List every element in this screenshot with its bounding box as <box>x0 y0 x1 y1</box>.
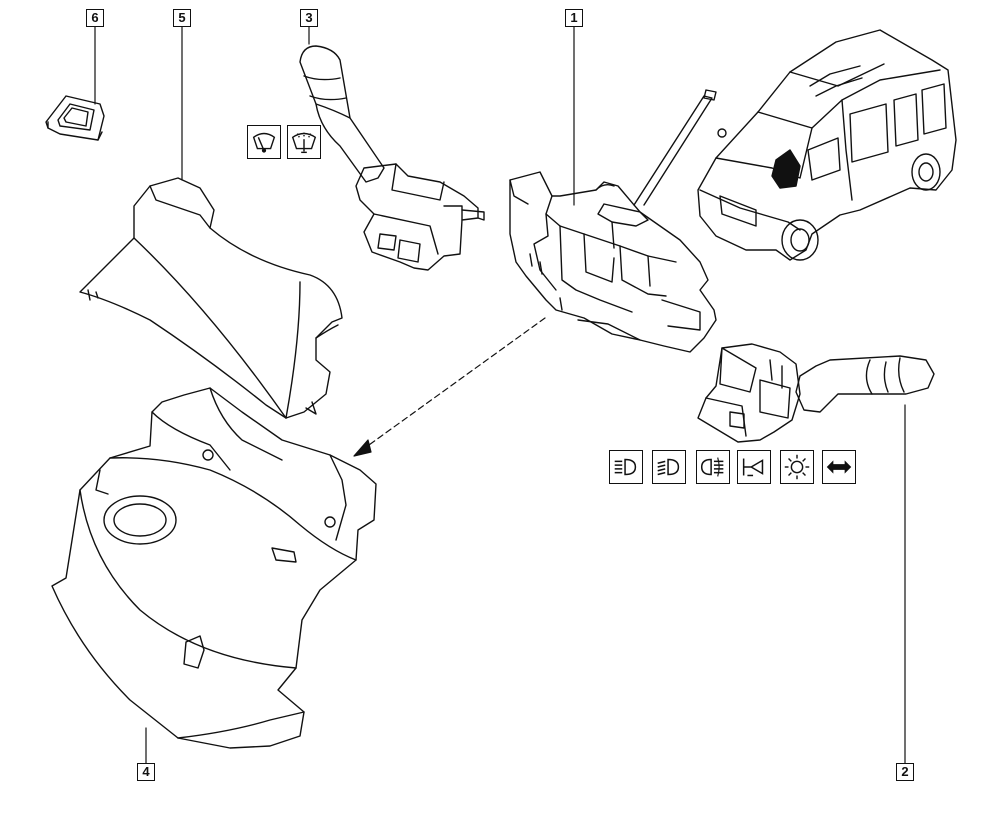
part-3-wiper-stalk <box>299 45 485 271</box>
washer-wiper-icon <box>287 125 321 159</box>
callout-2: 2 <box>896 763 914 781</box>
part-1-switch-unit <box>509 89 717 353</box>
rear-fog-light-icon <box>696 450 730 484</box>
assembly-arrow-head <box>353 439 372 457</box>
callout-5: 5 <box>173 9 191 27</box>
callout-4: 4 <box>137 763 155 781</box>
direction-indicator-icon <box>822 450 856 484</box>
callout-6: 6 <box>86 9 104 27</box>
sidelight-icon <box>780 450 814 484</box>
assembly-arrow-line <box>361 317 546 451</box>
van-illustration <box>697 29 957 261</box>
part-4-lower-cowl <box>51 387 377 749</box>
part-6-switch-block <box>45 95 105 141</box>
callout-1: 1 <box>565 9 583 27</box>
callout-3: 3 <box>300 9 318 27</box>
dipped-beam-icon <box>652 450 686 484</box>
leader-lines <box>94 26 906 764</box>
stalk-location-marker <box>771 149 801 189</box>
part-5-upper-cowl <box>79 177 343 419</box>
main-beam-icon <box>609 450 643 484</box>
part-2-lighting-stalk <box>697 343 935 443</box>
lock-hole <box>103 495 177 545</box>
front-wiper-icon <box>247 125 281 159</box>
horn-icon <box>737 450 771 484</box>
